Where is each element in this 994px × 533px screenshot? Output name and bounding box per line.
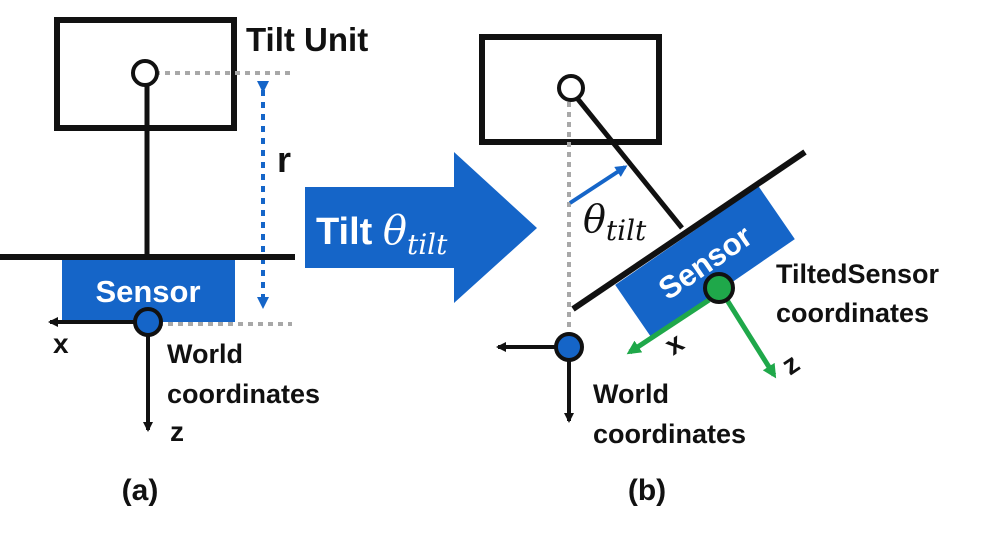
theta-symbol-b: θ <box>583 197 606 241</box>
world-label-line1: World <box>167 339 243 369</box>
tilted-mount-plate <box>571 149 807 312</box>
theta-subscript: tilt <box>407 228 448 261</box>
tilted-z-axis-arrow <box>724 298 777 379</box>
theta-indicator-arrow <box>568 165 628 205</box>
tilted-sensor-origin <box>703 272 735 304</box>
tilt-word: Tilt <box>316 211 383 253</box>
tilted-x-axis-arrow <box>626 297 711 355</box>
pivot-joint-b <box>557 74 585 102</box>
panel-b: θtilt Sensor x z TiltedSensor coordinate… <box>479 34 940 507</box>
tilted-coords-line2: coordinates <box>776 298 929 328</box>
tilted-coords-line1: TiltedSensor <box>776 259 940 289</box>
tilt-unit-label: Tilt Unit <box>246 21 368 58</box>
caption-b: (b) <box>628 474 666 507</box>
caption-a: (a) <box>122 474 159 507</box>
tilted-sensor-body <box>615 186 795 338</box>
world-origin-marker <box>133 307 163 337</box>
tilt-transition-arrow: Tilt θtilt <box>305 152 537 303</box>
tilted-x-label: x <box>659 326 690 361</box>
tilted-rod <box>575 96 684 230</box>
z-axis-label: z <box>170 416 184 447</box>
world-label-b-line2: coordinates <box>593 419 746 449</box>
panel-a: Tilt Unit r Sensor x z World coordinates… <box>0 17 368 507</box>
pivot-joint <box>131 59 159 87</box>
world-origin-marker-b <box>554 332 584 362</box>
world-label-line2: coordinates <box>167 379 320 409</box>
world-label-b-line1: World <box>593 379 669 409</box>
theta-subscript-b: tilt <box>606 214 647 247</box>
big-arrow-shape <box>305 152 537 303</box>
theta-symbol: θ <box>383 208 407 254</box>
theta-label-b: θtilt <box>583 197 647 247</box>
tilted-z-label: z <box>776 347 805 381</box>
sensor-label: Sensor <box>95 274 200 309</box>
x-axis-label: x <box>53 328 69 359</box>
tilt-arrow-label: Tilt θtilt <box>316 208 448 261</box>
radius-label: r <box>277 139 291 180</box>
